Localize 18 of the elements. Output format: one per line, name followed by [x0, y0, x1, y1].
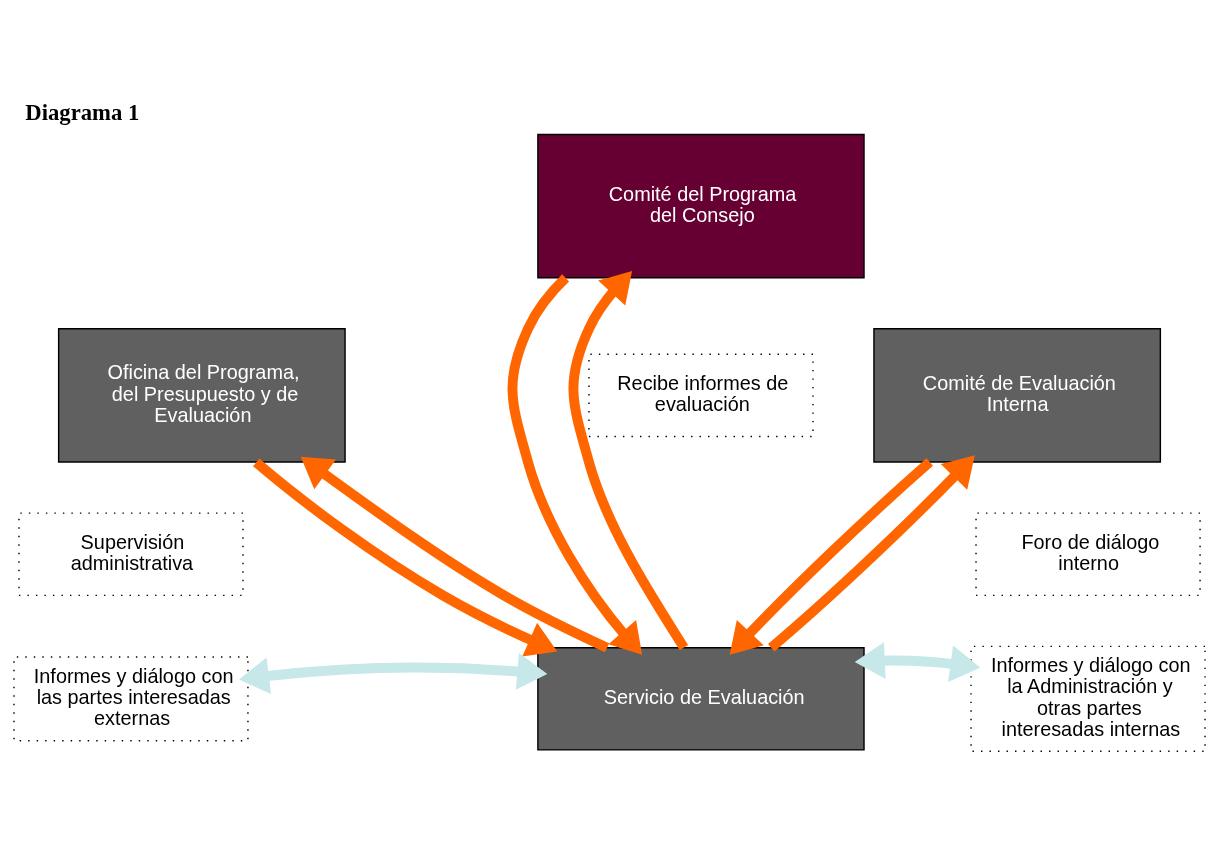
node-box: Informes y diálogo con las partes interesadas externas: [13, 655, 249, 741]
diagram-title: Diagrama 1: [25, 99, 140, 125]
node-box: Recibe informes de evaluación: [588, 353, 814, 437]
arrow: [253, 458, 558, 656]
arrow: [854, 641, 981, 682]
node-box: Oficina del Programa, del Presupuesto y de Evaluación: [57, 327, 346, 463]
node-box: Servicio de Evaluación: [537, 646, 865, 751]
arrow: [300, 456, 610, 652]
arrow: [767, 454, 975, 651]
arrow: [568, 270, 689, 650]
node-box: Comité de Evaluación Interna: [873, 327, 1162, 463]
arrow: [507, 273, 643, 655]
node-box: Comité del Programa del Consejo: [537, 133, 865, 278]
node-box: Informes y diálogo con la Administración y otras partes interesadas internas: [970, 645, 1206, 752]
arrow: [238, 652, 548, 694]
node-box: Foro de diálogo interno: [975, 511, 1201, 596]
arrow: [729, 457, 934, 655]
node-box: Supervisión administrativa: [18, 511, 244, 596]
